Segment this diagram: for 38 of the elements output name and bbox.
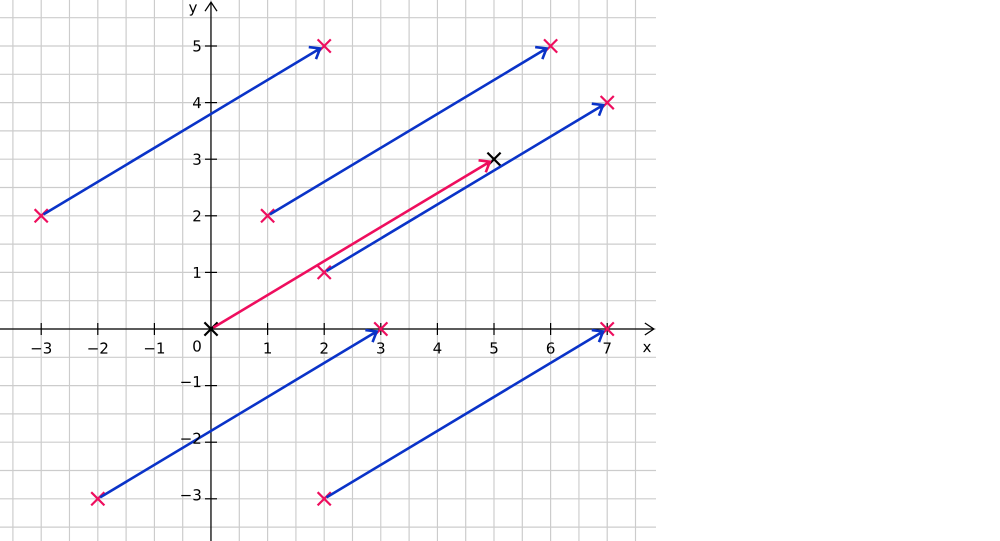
tick-label: 5 [490, 342, 498, 354]
tick-label: 4 [433, 342, 442, 354]
tick-label: 5 [193, 40, 200, 52]
tick-label: 3 [377, 342, 384, 354]
point-mark [316, 38, 332, 54]
point-mark [316, 264, 332, 280]
tick-label: −3 [32, 342, 52, 354]
point-mark [90, 491, 106, 506]
tick-label: −1 [144, 342, 164, 354]
point-mark [600, 321, 615, 337]
vector-arrow [326, 328, 605, 499]
point-mark [486, 152, 502, 167]
vector-arrow [269, 46, 548, 216]
tick-label: −3 [181, 489, 201, 500]
tick-label: 1 [194, 266, 200, 278]
tick-label: −2 [88, 342, 108, 354]
tick-label: 2 [193, 210, 200, 222]
point-mark [203, 321, 219, 337]
tick-label: 1 [264, 342, 271, 354]
point-mark [542, 38, 558, 54]
tick-label: 7 [604, 342, 611, 354]
point-mark [34, 208, 49, 224]
tick-label: 0 [193, 340, 201, 352]
vector-arrow [326, 102, 605, 272]
point-mark [600, 94, 615, 110]
axis-label: x [643, 344, 651, 352]
tick-label: 3 [193, 154, 201, 165]
vector-arrow [99, 328, 378, 499]
point-mark [260, 208, 276, 224]
axis-label: y [189, 4, 197, 16]
tick-label: 6 [546, 342, 554, 354]
tick-label: −1 [181, 376, 200, 388]
tick-label: 4 [193, 97, 201, 108]
point-mark [373, 321, 388, 337]
tick-label: 2 [320, 342, 328, 354]
vector-arrow [42, 46, 322, 216]
point-mark [316, 491, 332, 506]
vector-arrow [212, 159, 492, 329]
